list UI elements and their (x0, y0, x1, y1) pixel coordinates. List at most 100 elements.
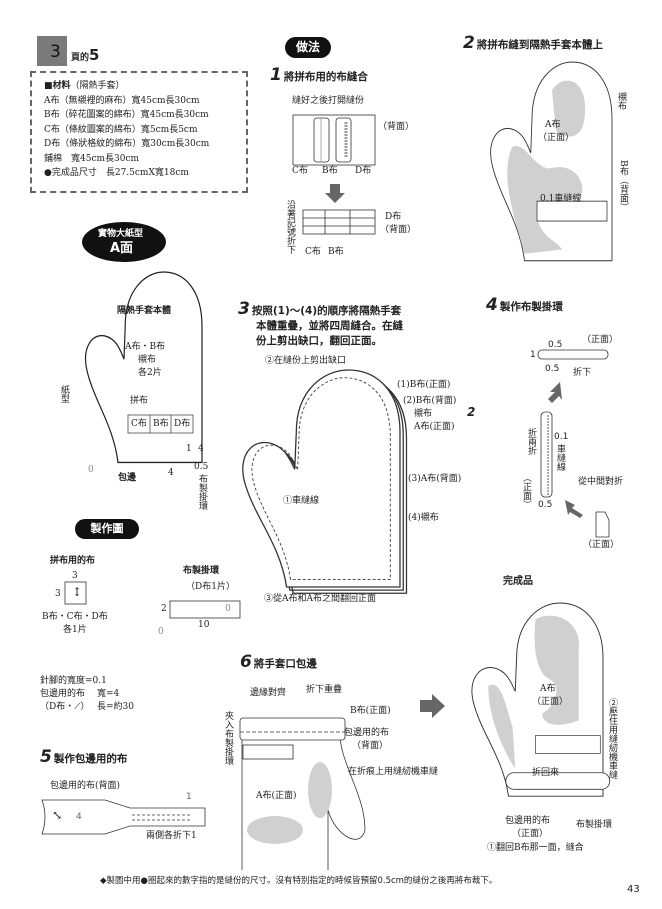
step6-align: 邊緣對齊 (250, 688, 287, 698)
chapter-suffix: 頁的5 (71, 46, 100, 64)
binding-source: （D布・⟋） (40, 702, 90, 712)
method-label: 做法 (285, 37, 331, 58)
material-item: B布（碎花圖案的綿布）寬45cm長30cm (44, 110, 209, 120)
pattern-d: D布 (174, 419, 191, 429)
cut-diagrams (64, 581, 241, 619)
patch-dim-top: 3 (72, 571, 78, 581)
pattern-b: B布 (153, 419, 169, 429)
step1-diagram (292, 114, 376, 235)
finished-front: （正面） (532, 697, 569, 707)
step3-group-num: 2 (467, 405, 476, 419)
binding-length: 長=約30 (97, 702, 134, 712)
step1-d2: D布 (385, 212, 402, 222)
step4-fold2: 折兩折 (526, 428, 536, 455)
step1-note: 縫好之後打開縫份 (292, 96, 365, 106)
material-item: C布（條紋圖案的綿布）寬5cm長5cm (44, 124, 198, 135)
pattern-body: 隔熱手套本體 (117, 306, 172, 316)
step6-b-front: B布(正面) (350, 706, 391, 716)
finished-loop: 布製掛環 (576, 820, 613, 830)
step5-v1: 1 (186, 792, 192, 802)
pattern-c: C布 (131, 419, 147, 429)
patch-title: 拼布用的布 (50, 556, 96, 566)
step4-front2: （正面） (521, 473, 531, 509)
step3-notch: ②在縫份上剪出缺口 (265, 356, 347, 366)
step4-stitch: 車縫線 (555, 444, 565, 471)
step1-c2: C布 (305, 247, 321, 257)
step4-front3: （正面） (583, 540, 620, 550)
step1-d: D布 (355, 166, 372, 176)
step2-lining: 襯布 (616, 92, 626, 110)
step3-layer2: (2)B布(背面) (403, 396, 457, 406)
pattern-n4b: 4 (168, 468, 174, 478)
step3-stitch: ①車縫線 (283, 496, 320, 506)
finished-mitten (471, 602, 611, 797)
loop-note: （D布1片） (186, 582, 235, 592)
step5-w4: 4 (76, 812, 82, 822)
step1-back2: （背面） (380, 225, 417, 235)
step4-diagram (537, 349, 610, 538)
step6-sew: 在折痕上用縫紉機車縫 (348, 767, 439, 777)
step4-mid: 從中間對折 (578, 477, 624, 487)
loop-seam-a: 0 (225, 604, 231, 614)
step3-layer3: (3)A布(背面) (408, 474, 462, 484)
pattern-count: 各2片 (138, 368, 162, 378)
step4-v05c: 0.5 (538, 500, 553, 510)
patch-dim-side: 3 (55, 589, 61, 599)
pattern-badge-line2: A面 (110, 241, 134, 256)
step2-a: A布 (545, 120, 561, 130)
pattern-paper: 紙型 (59, 385, 69, 403)
diagram-label: 製作圖 (75, 519, 139, 539)
pattern-n1: 1 (186, 444, 192, 454)
materials-box: ■材料（隔熱手套） A布（無襯裡的麻布）寬45cm長30cm B布（碎花圖案的綿… (30, 71, 248, 193)
step2-stitch: 0.1車縫線 (540, 194, 582, 204)
finished-title: 完成品 (503, 576, 533, 587)
page-number: 43 (627, 884, 640, 895)
step3-layer2-lining: 襯布 (414, 409, 433, 419)
step6-insert: 夾入布製掛環 (223, 711, 233, 765)
step3-turn: ③從A布和A布之間翻回正面 (264, 594, 376, 604)
step3-layer1: (1)B布(正面) (397, 380, 451, 390)
step4-v01: 0.1 (554, 432, 569, 442)
grain-arrow-icon: ⤡ (52, 808, 63, 822)
step6-overlap: 折下重疊 (306, 685, 343, 695)
material-item: ●完成品尺寸 長27.5cmX寬18cm (44, 168, 189, 178)
finished-binding: 包邊用的布 (505, 816, 551, 826)
step4-v1: 1 (530, 350, 536, 360)
loop-dim-2: 2 (161, 604, 167, 614)
grain-arrow-icon: ↕ (72, 585, 83, 599)
material-item: D布（條狀格紋的綿布）寬30cm長30cm (44, 139, 210, 149)
pattern-patch: 拼布 (130, 396, 149, 406)
step4-v05b: 0.5 (545, 364, 560, 374)
step4-fold: 折下 (573, 368, 592, 378)
step6-diagram (239, 694, 445, 870)
binding-width: 寬=4 (97, 689, 120, 699)
pattern-loop: 布製掛環 (197, 474, 207, 510)
material-item: 鋪棉 寬45cm長30cm (44, 153, 140, 164)
materials-subtitle: （隔熱手套） (70, 81, 125, 91)
step6-binding-back: （背面） (352, 741, 389, 751)
pattern-badge (82, 222, 166, 262)
step1-back: （背面） (378, 122, 415, 132)
pattern-n4a: 4 (198, 444, 204, 454)
finished-a: A布 (540, 684, 556, 694)
footer-note: ◆製圖中用●圈起來的數字指的是縫份的尺寸。沒有特別指定的時候皆預留0.5cm的縫… (100, 876, 498, 886)
step1-b2: B布 (328, 247, 344, 257)
pattern-badge-line1: 實物大紙型 (98, 229, 144, 239)
chapter-number: 3 (50, 42, 61, 62)
step1-b: B布 (322, 166, 338, 176)
loop-title: 布製掛環 (183, 566, 220, 576)
step4-v05a: 0.5 (548, 340, 563, 350)
binding-label: 包邊用的布 (40, 689, 86, 699)
step5-diagram (41, 799, 206, 835)
chapter-block: 3 (37, 36, 67, 66)
finished-binding-front: （正面） (512, 829, 549, 839)
step2-mitten (489, 61, 613, 262)
patch-count: 各1片 (63, 625, 87, 635)
step4-front1: （正面） (582, 335, 619, 345)
step2-b-back: B布（背面） (618, 160, 628, 212)
